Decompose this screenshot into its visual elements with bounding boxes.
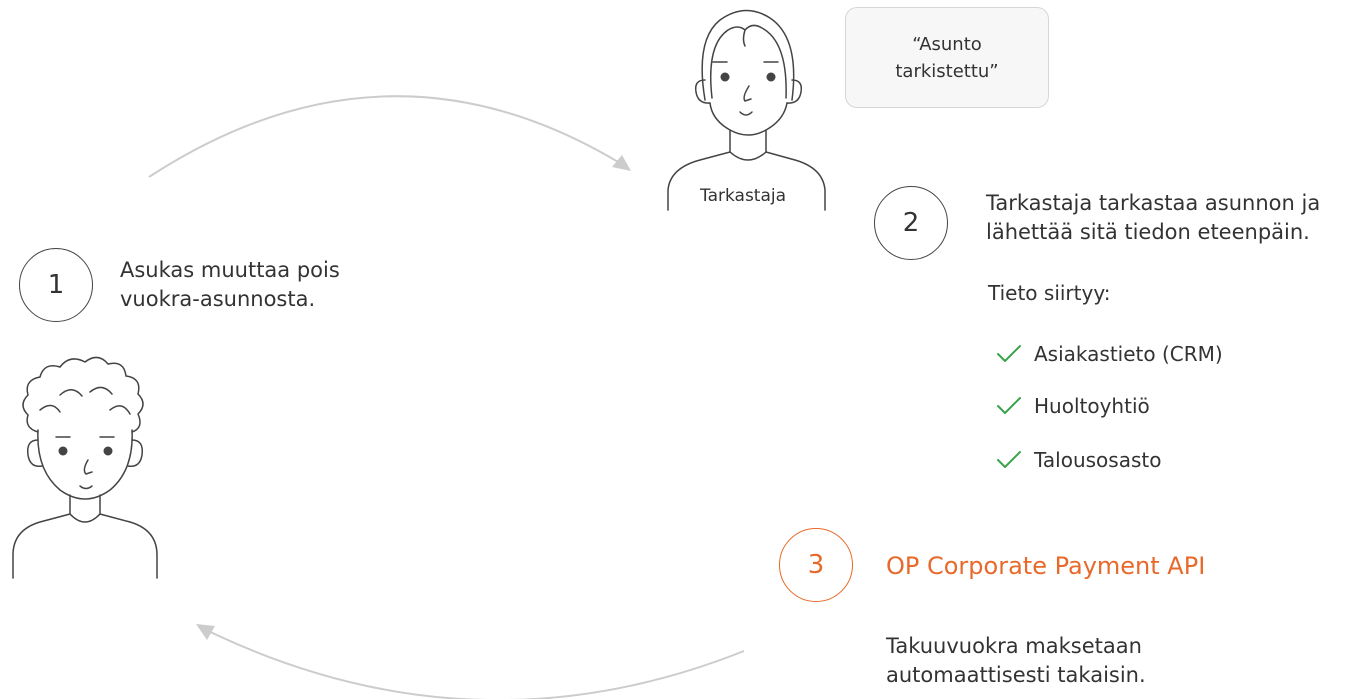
step-2-badge: 2 (874, 186, 948, 260)
transfer-item-label: Talousosasto (1034, 448, 1162, 472)
step-3-line-1: Takuuvuokra maksetaan (886, 634, 1142, 658)
step-3-title: OP Corporate Payment API (886, 552, 1206, 580)
top-flow-arrow (148, 95, 631, 178)
step-3-line-2: automaattisesti takaisin. (886, 663, 1146, 687)
check-icon (997, 345, 1021, 362)
step-1-badge: 1 (19, 248, 93, 322)
resident-person-icon (12, 356, 158, 579)
step-2-text: Tarkastaja tarkastaa asunnon ja lähettää… (986, 189, 1320, 247)
step-1-line-1: Asukas muuttaa pois (120, 258, 340, 282)
check-icon (997, 451, 1021, 468)
step-2-line-1: Tarkastaja tarkastaa asunnon ja (986, 191, 1321, 215)
transfer-item: Asiakastieto (CRM) (996, 339, 1223, 369)
speech-bubble: “Asunto tarkistettu” (845, 7, 1049, 108)
step-1-line-2: vuokra-asunnosta. (120, 287, 316, 311)
step-2-line-2: lähettää sitä tiedon eteenpäin. (986, 220, 1310, 244)
transfer-item: Huoltoyhtiö (996, 391, 1150, 421)
transfer-item-label: Asiakastieto (CRM) (1034, 342, 1223, 366)
step-3-badge: 3 (779, 528, 853, 602)
inspector-label: Tarkastaja (700, 186, 787, 206)
transfer-heading: Tieto siirtyy: (988, 281, 1111, 305)
check-icon (997, 397, 1021, 414)
speech-line-1: “Asunto (912, 33, 982, 55)
step-1-text: Asukas muuttaa pois vuokra-asunnosta. (120, 256, 340, 314)
step-3-text: Takuuvuokra maksetaan automaattisesti ta… (886, 632, 1146, 690)
bottom-flow-arrow (196, 624, 745, 699)
transfer-item-label: Huoltoyhtiö (1034, 394, 1150, 418)
transfer-item: Talousosasto (996, 445, 1161, 475)
inspector-person-icon (667, 9, 826, 211)
speech-line-2: tarkistettu” (895, 60, 999, 82)
